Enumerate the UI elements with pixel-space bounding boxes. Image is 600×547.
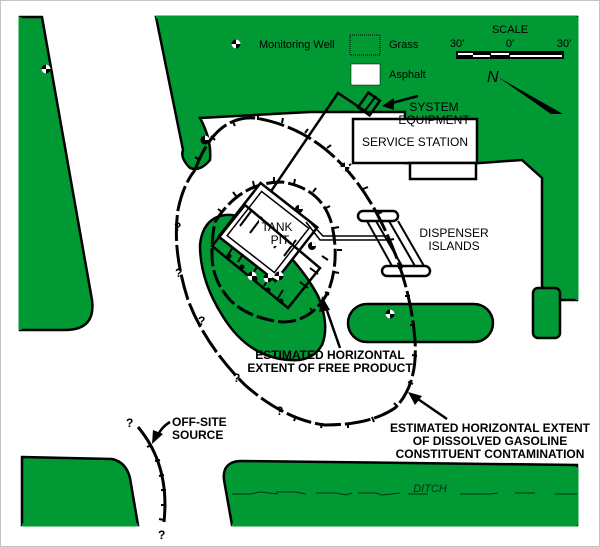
tank-pit-label-2: PIT	[271, 233, 290, 247]
grass-area-bottom-right	[222, 459, 579, 527]
scale-title: SCALE	[492, 24, 528, 36]
monitoring-well	[263, 273, 273, 283]
free-product-arrow	[319, 296, 342, 349]
legend-item-grass: Grass	[349, 34, 419, 56]
dissolved-label-1: ESTIMATED HORIZONTAL EXTENT	[390, 421, 591, 435]
ditch-label: DITCH	[413, 483, 447, 495]
dissolved-arrow	[408, 392, 448, 421]
service-station-building	[351, 117, 479, 165]
scale-tick-right: 30'	[557, 38, 571, 50]
grass-swatch	[349, 34, 381, 56]
off-site-source-arrow	[152, 420, 171, 444]
monitoring-well	[340, 162, 350, 172]
service-station-label: SERVICE STATION	[362, 135, 468, 149]
dispenser-islands-label-2: ISLANDS	[428, 239, 479, 253]
north-label: N	[487, 69, 499, 86]
free-product-label-2: EXTENT OF FREE PRODUCT	[247, 361, 413, 375]
grass-area-left	[18, 15, 94, 332]
ditch-line	[232, 491, 577, 496]
north-arrow: N	[487, 69, 563, 114]
product-lines	[305, 217, 386, 241]
off-site-source-label-1: OFF-SITE	[172, 415, 227, 429]
uncertain-marker: ?	[276, 404, 283, 418]
uncertain-marker: ?	[233, 371, 240, 385]
monitoring-well	[41, 64, 51, 74]
service-station-annex	[408, 161, 478, 181]
monitoring-well	[274, 271, 284, 281]
legend-item-monitoring-well: Monitoring Well	[231, 39, 335, 51]
monitoring-well	[385, 309, 395, 319]
north-arrow-icon	[498, 77, 563, 114]
scale-tick-left: 30'	[450, 38, 464, 50]
free-product-label-1: ESTIMATED HORIZONTAL	[255, 348, 405, 362]
uncertain-marker: ?	[158, 528, 165, 542]
off-site-source-boundary	[136, 426, 167, 523]
uncertain-marker: ?	[198, 314, 205, 328]
asphalt-swatch	[350, 63, 381, 86]
tank-pit-label-1: TANK	[261, 220, 292, 234]
dispenser-islands	[356, 209, 432, 278]
monitoring-well	[295, 205, 303, 213]
legend: Monitoring Well Grass Asphalt	[231, 34, 426, 86]
uncertain-marker: ?	[174, 220, 181, 234]
grass-area-bottom-left	[20, 455, 140, 527]
system-equipment-arrow	[382, 94, 419, 110]
off-site-source-label-2: SOURCE	[172, 428, 223, 442]
free-product-boundary	[210, 177, 342, 324]
system-equipment-label-2: EQUIPMENT	[398, 113, 470, 127]
scale-bar: SCALE 30' 0' 30'	[450, 24, 571, 59]
grass-area-pill	[346, 302, 495, 344]
dispenser-islands-label-1: DISPENSER	[419, 226, 489, 240]
grass-area-small	[531, 286, 562, 340]
uncertain-marker: ?	[126, 416, 133, 430]
svg-text:Grass: Grass	[389, 39, 419, 51]
system-equipment-label-1: SYSTEM	[409, 100, 458, 114]
scale-tick-zero: 0'	[506, 38, 514, 50]
svg-text:Monitoring Well: Monitoring Well	[259, 39, 335, 51]
dissolved-label-2: OF DISSOLVED GASOLINE	[413, 434, 567, 448]
legend-item-asphalt: Asphalt	[350, 63, 426, 86]
dissolved-label-3: CONSTITUENT CONTAMINATION	[396, 447, 585, 461]
svg-text:Asphalt: Asphalt	[389, 69, 426, 81]
uncertain-marker: ?	[175, 266, 182, 280]
monitoring-well	[247, 271, 257, 281]
monitoring-well	[308, 242, 316, 250]
